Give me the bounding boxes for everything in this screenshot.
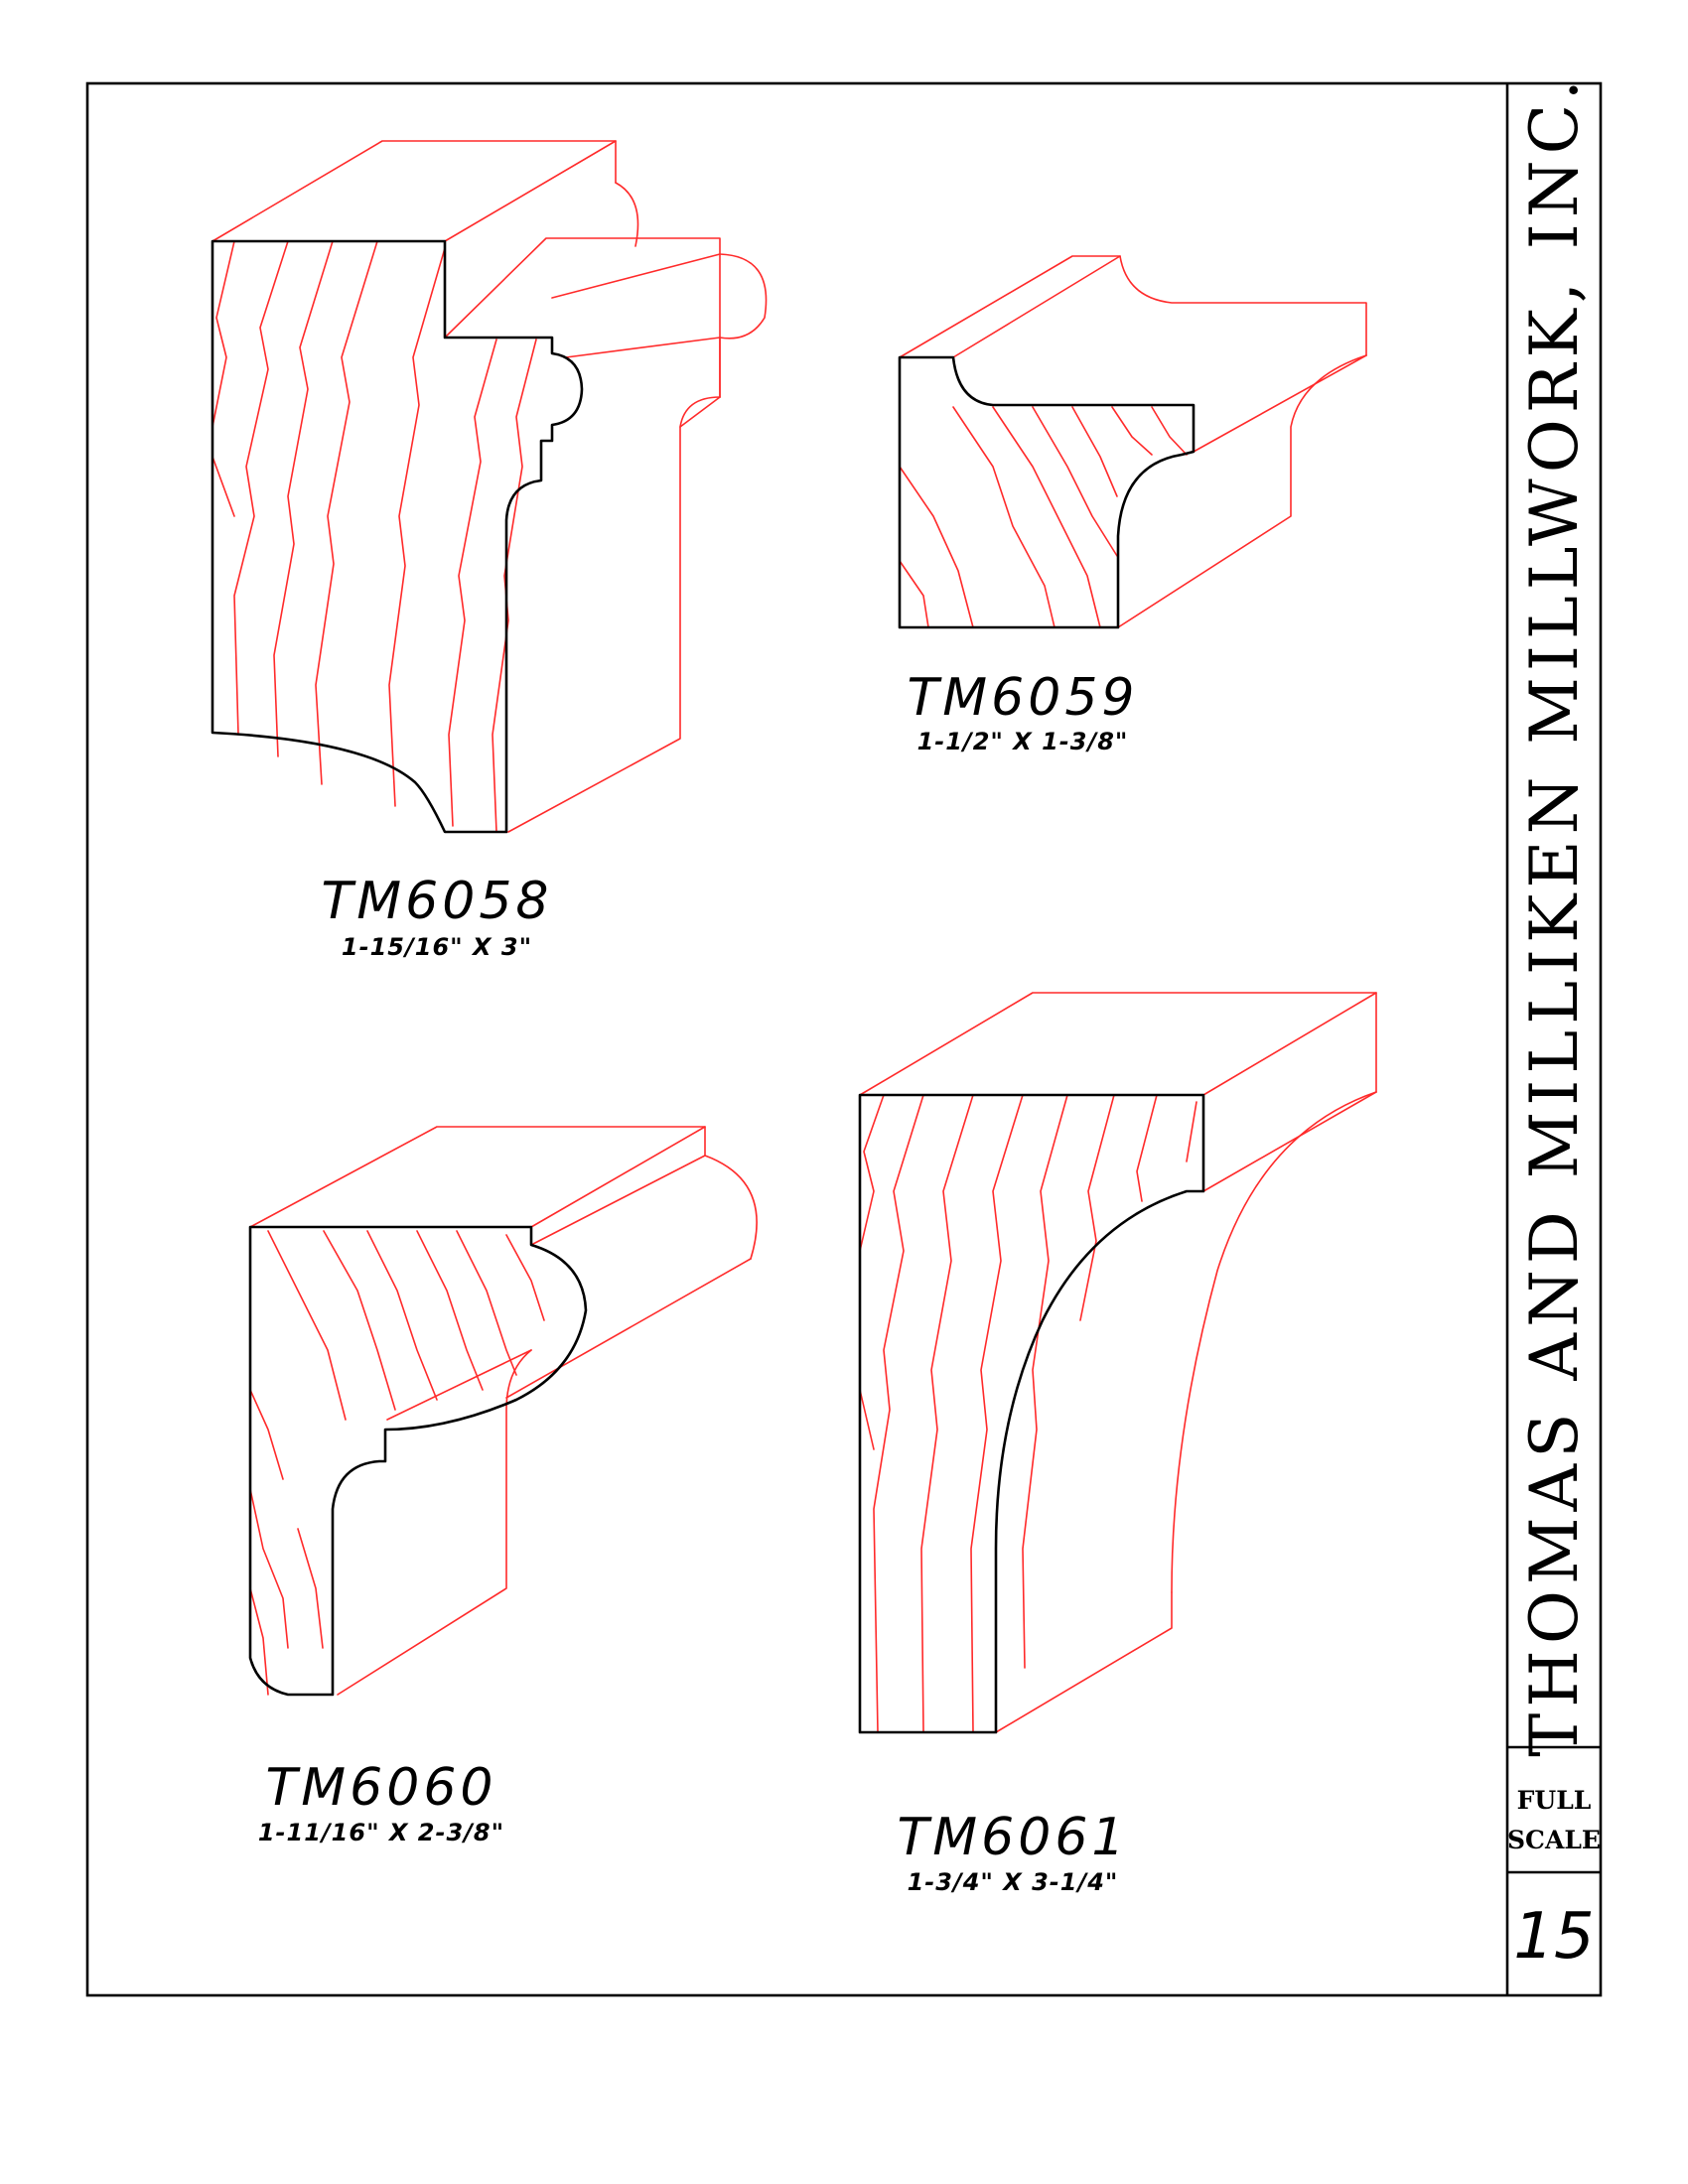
profile-drawing-tm6060 [248, 1126, 758, 1697]
scale-label-full: FULL [1517, 1786, 1592, 1815]
profile-drawing-tm6061 [858, 992, 1377, 1734]
scale-label-scale: SCALE [1507, 1826, 1601, 1854]
profile-drawing-tm6059 [898, 255, 1367, 629]
profile-size-tm6061: 1-3/4" X 3-1/4" [908, 1868, 1119, 1896]
profile-code-tm6059: TM6059 [908, 668, 1139, 728]
profile-code-tm6058: TM6058 [322, 872, 553, 931]
profile-code-tm6060: TM6060 [266, 1758, 497, 1818]
page-border [85, 81, 1603, 1997]
profile-size-tm6058: 1-15/16" X 3" [342, 933, 532, 961]
profile-drawing-tm6058 [211, 140, 768, 834]
company-name: THOMAS AND MILLIKEN MILLWORK, INC. [1516, 73, 1593, 1756]
profile-size-tm6059: 1-1/2" X 1-3/8" [917, 728, 1129, 755]
page-number: 15 [1513, 1900, 1594, 1974]
profile-code-tm6061: TM6061 [898, 1808, 1129, 1867]
profile-size-tm6060: 1-11/16" X 2-3/8" [258, 1819, 504, 1846]
